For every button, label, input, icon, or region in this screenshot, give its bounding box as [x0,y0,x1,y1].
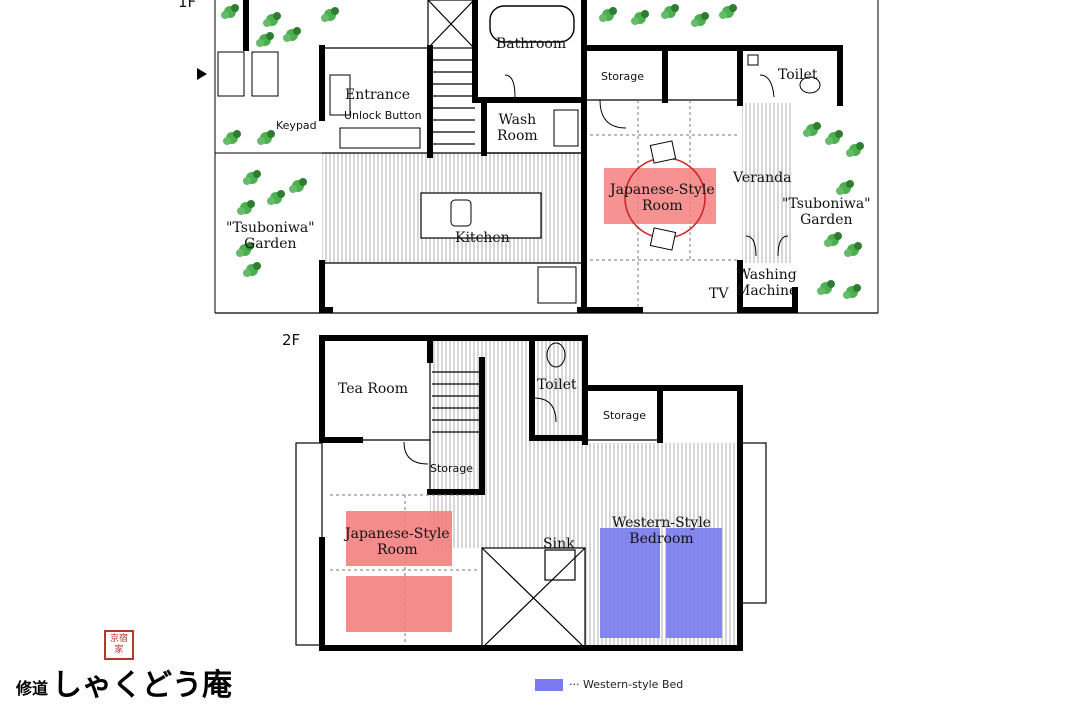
brand-logo: 修道しゃくどう庵 [16,660,232,704]
western-bedroom-label: Western-Style Bedroom [612,515,711,548]
tea-room-label: Tea Room [338,381,409,397]
veranda-floor [742,103,792,263]
wash-room-label: Wash Room [497,112,538,145]
unlock-button-label: Unlock Button [344,109,422,122]
tv-label: TV [709,286,729,302]
keypad-label: Keypad [276,119,317,132]
legend: ··· Western-style Bed [535,678,683,691]
garden-label-right: "Tsuboniwa" Garden [782,196,871,229]
second-floor-plan [295,335,767,651]
japanese-room-mat-2f-bottom [346,576,452,632]
sink-label: Sink [543,536,575,552]
toilet-label-1f: Toilet [778,67,818,83]
floor-label-1f: 1F [178,0,197,11]
first-floor-plan [197,0,879,314]
brand-name: しゃくどう庵 [52,668,233,703]
brand-stamp: 京宿家 [104,630,134,660]
bathtub [489,5,575,43]
western-bed-right [666,528,722,638]
storage-label-2f-right: Storage [603,409,647,422]
entrance-label: Entrance [345,87,411,103]
legend-bed-swatch [535,678,563,691]
japanese-room-label-2f: Japanese-Style Room [345,526,450,559]
kitchen-label: Kitchen [455,230,510,246]
toilet-label-2f: Toilet [537,377,577,393]
brand-small-text: 修道 [16,679,49,698]
storage-label-1f: Storage [601,70,645,83]
japanese-room-mat-1f [604,168,716,224]
japanese-room-label-1f: Japanese-Style Room [610,182,715,215]
japanese-room-mat-2f-top [346,511,452,566]
veranda-label: Veranda [733,170,792,186]
hall-floor-2f [430,340,585,548]
floor-label-2f: 2F [282,331,301,349]
legend-bed-label: ··· Western-style Bed [569,678,684,691]
kitchen-island [420,192,542,239]
storage-label-2f-left: Storage [430,462,474,475]
washing-machine-label: Washing Machine [736,267,798,300]
western-bed-left [600,528,660,638]
bathroom-label: Bathroom [496,36,567,52]
garden-label-left: "Tsuboniwa" Garden [226,220,315,253]
